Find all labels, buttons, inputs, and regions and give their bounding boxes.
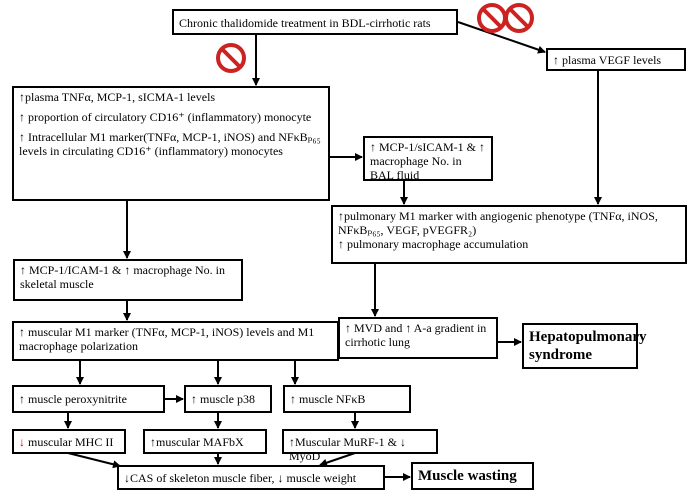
mhc-text: ↓ muscular MHC II — [19, 435, 119, 449]
murf-text: ↑Muscular MuRF-1 & ↓ MyoD — [289, 435, 406, 463]
intracellular-m1-text: ↑ Intracellular M1 marker(TNFα, MCP-1, i… — [19, 130, 321, 158]
bal-fluid-text: ↑ MCP-1/sICAM-1 & ↑ macrophage No. in BA… — [370, 140, 486, 182]
no-entry-icon — [477, 3, 507, 33]
box-nfkb: ↑ muscle NFκB — [283, 385, 411, 413]
arrow-mhc-to-cas — [67, 452, 121, 469]
nfkb-text: ↑ muscle NFκB — [290, 392, 366, 406]
plasma-levels-text: ↑plasma TNFα, MCP-1, sICMA-1 levels — [19, 90, 216, 104]
pulmonary-m1-text: ↑pulmonary M1 marker with angiogenic phe… — [338, 209, 658, 237]
cd16-proportion-text: ↑ proportion of circulatory CD16⁺ (infla… — [19, 110, 312, 124]
plasma-vegf-text: ↑ plasma VEGF levels — [553, 53, 662, 67]
box-hepatopulmonary: Hepatopulmonary syndrome — [522, 323, 647, 369]
box-muscle-wasting: Muscle wasting — [411, 462, 534, 490]
p38-text: ↑ muscle p38 — [191, 392, 255, 406]
box-muscular-m1: ↑ muscular M1 marker (TNFα, MCP-1, iNOS)… — [12, 321, 339, 361]
box-treatment: Chronic thalidomide treatment in BDL-cir… — [172, 9, 458, 35]
box-peroxynitrite: ↑ muscle peroxynitrite — [12, 385, 165, 413]
box-p38: ↑ muscle p38 — [184, 385, 272, 413]
box-plasma-markers: ↑plasma TNFα, MCP-1, sICMA-1 levels ↑ pr… — [12, 86, 330, 201]
arrow-treatment-to-vegf — [457, 21, 546, 54]
hepatopulmonary-text: Hepatopulmonary syndrome — [529, 329, 647, 363]
mafbx-text: ↑muscular MAFbX — [150, 435, 244, 449]
muscle-wasting-text: Muscle wasting — [418, 468, 517, 484]
skeletal-muscle-text: ↑ MCP-1/ICAM-1 & ↑ macrophage No. in ske… — [20, 263, 225, 291]
cas-text: ↓CAS of skeleton muscle fiber, ↓ muscle … — [124, 471, 357, 485]
box-cas: ↓CAS of skeleton muscle fiber, ↓ muscle … — [117, 465, 385, 490]
arrow-murf-to-cas — [319, 452, 356, 467]
box-mhc: ↓ muscular MHC II — [12, 429, 126, 454]
no-entry-icon — [216, 43, 246, 73]
box-skeletal-muscle: ↑ MCP-1/ICAM-1 & ↑ macrophage No. in ske… — [13, 259, 243, 301]
box-mvd-gradient: ↑ MVD and ↑ A-a gradient in cirrhotic lu… — [338, 317, 498, 359]
box-mafbx: ↑muscular MAFbX — [143, 429, 267, 454]
box-murf: ↑Muscular MuRF-1 & ↓ MyoD — [282, 429, 438, 463]
mvd-gradient-text: ↑ MVD and ↑ A-a gradient in cirrhotic lu… — [345, 321, 487, 349]
box-plasma-vegf: ↑ plasma VEGF levels — [546, 48, 686, 71]
box-bal-fluid: ↑ MCP-1/sICAM-1 & ↑ macrophage No. in BA… — [363, 136, 493, 182]
treatment-text: Chronic thalidomide treatment in BDL-cir… — [179, 16, 431, 30]
box-pulmonary-m1: ↑pulmonary M1 marker with angiogenic phe… — [331, 205, 687, 264]
muscular-m1-text: ↑ muscular M1 marker (TNFα, MCP-1, iNOS)… — [19, 325, 315, 353]
mhc-label: muscular MHC II — [25, 435, 114, 449]
pulmonary-macrophage-text: ↑ pulmonary macrophage accumulation — [338, 237, 529, 251]
peroxynitrite-text: ↑ muscle peroxynitrite — [19, 392, 127, 406]
down-arrow-icon: ↓ — [19, 435, 25, 449]
no-entry-icon — [504, 3, 534, 33]
